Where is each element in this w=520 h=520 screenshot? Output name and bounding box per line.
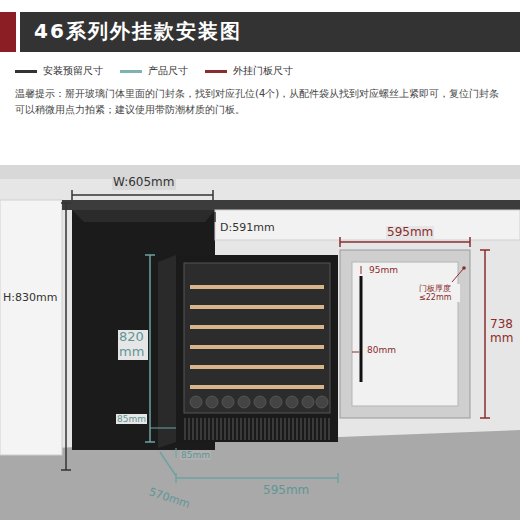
title: 46系列外挂款安装图 (34, 20, 242, 43)
legend-item: 安装预留尺寸 (15, 64, 103, 78)
legend-item: 外挂门板尺寸 (205, 64, 293, 78)
legend-swatch (120, 70, 142, 73)
dimension-label: H:830mm (2, 292, 58, 305)
dimension-label: D:591mm (219, 222, 276, 235)
legend-text: 安装预留尺寸 (43, 64, 103, 78)
dimension-label: 85mm (116, 414, 147, 424)
legend-text: 外挂门板尺寸 (233, 64, 293, 78)
dimension-label: 820 mm (118, 330, 148, 360)
dimension-label: 595mm (386, 226, 434, 240)
dimension-label: 80mm (366, 345, 397, 355)
dimension-label: 595mm (262, 484, 310, 498)
dimension-label: 85mm (180, 450, 211, 460)
legend-text: 产品尺寸 (148, 64, 188, 78)
dimension-label: W:605mm (112, 176, 176, 190)
dimension-label: 95mm (368, 265, 399, 275)
legend-item: 产品尺寸 (120, 64, 188, 78)
legend-swatch (15, 70, 37, 73)
dimension-label: 门板厚度 ≤22mm (418, 284, 460, 302)
note-text: 温馨提示：掰开玻璃门体里面的门封条，找到对应孔位(4个)，从配件袋从找到对应螺丝… (15, 86, 507, 118)
dimension-label: 738 mm (489, 318, 519, 346)
legend-swatch (205, 70, 227, 73)
